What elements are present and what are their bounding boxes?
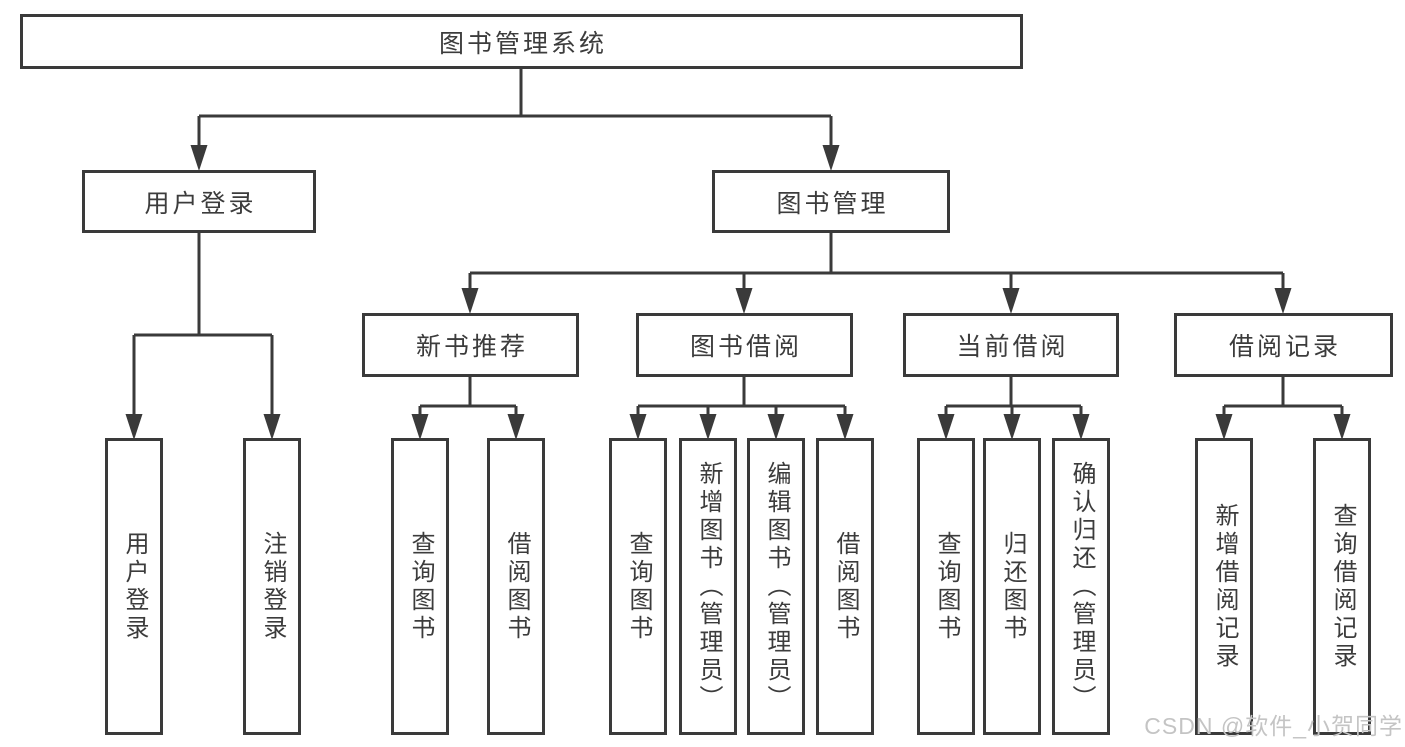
node-label: 当前借阅 [956,333,1069,361]
node-label: 图书借阅 [689,333,802,361]
leaf-label: 新增图书（管理员） [695,460,722,713]
arrow-icon [263,414,281,440]
leaf-label: 注销登录 [259,530,286,643]
arrow-icon [1002,288,1020,314]
node-book-management: 图书管理 [712,170,950,233]
arrow-icon [767,414,785,440]
arrow-icon [1003,414,1021,440]
arrow-icon [629,414,647,440]
arrow-icon [1215,414,1233,440]
leaf-recommend-query-books: 查询图书 [391,438,449,735]
leaf-current-confirm-return-admin: 确认归还（管理员） [1052,438,1110,735]
arrow-icon [699,414,717,440]
arrow-icon [1072,414,1090,440]
node-label: 图书管理系统 [438,29,607,58]
arrow-icon [822,145,840,171]
arrow-icon [461,288,479,314]
leaf-recommend-borrow-books: 借阅图书 [487,438,545,735]
tree-edges [132,69,1344,416]
leaf-borrowing-query-books: 查询图书 [609,438,667,735]
leaf-label: 确认归还（管理员） [1068,460,1095,713]
arrow-icon [125,414,143,440]
leaf-logout: 注销登录 [243,438,301,735]
arrow-icon [937,414,955,440]
arrow-icon [411,414,429,440]
arrow-icon [190,145,208,171]
leaf-label: 新增借阅记录 [1211,502,1238,671]
leaf-label: 用户登录 [121,530,148,643]
leaf-label: 借阅图书 [832,530,859,643]
arrow-icon [1333,414,1351,440]
leaf-user-login: 用户登录 [105,438,163,735]
node-library-management-system: 图书管理系统 [20,14,1023,69]
node-label: 图书管理 [776,189,889,218]
node-current-borrowing: 当前借阅 [903,313,1119,377]
leaf-borrowing-add-books-admin: 新增图书（管理员） [679,438,737,735]
leaf-label: 借阅图书 [503,530,530,643]
node-label: 借阅记录 [1228,333,1341,361]
leaf-current-return-books: 归还图书 [983,438,1041,735]
node-user-login: 用户登录 [82,170,316,233]
watermark-text: CSDN @软件_小贺同学 [1144,713,1403,739]
leaf-borrowing-borrow-books: 借阅图书 [816,438,874,735]
leaf-label: 查询图书 [625,530,652,643]
leaf-current-query-books: 查询图书 [917,438,975,735]
leaf-label: 编辑图书（管理员） [763,460,790,713]
node-book-borrowing: 图书借阅 [636,313,853,377]
node-label: 用户登录 [144,189,257,218]
arrow-icon [507,414,525,440]
node-new-book-recommendation: 新书推荐 [362,313,579,377]
leaf-label: 查询图书 [933,530,960,643]
arrow-icon [735,288,753,314]
leaf-records-add-record: 新增借阅记录 [1195,438,1253,735]
leaf-records-query-record: 查询借阅记录 [1313,438,1371,735]
leaf-borrowing-edit-books-admin: 编辑图书（管理员） [747,438,805,735]
arrowheads [125,145,1351,440]
leaf-label: 查询借阅记录 [1329,502,1356,671]
node-borrowing-records: 借阅记录 [1174,313,1393,377]
arrow-icon [1274,288,1292,314]
leaf-label: 归还图书 [999,530,1026,643]
node-label: 新书推荐 [415,333,528,361]
leaf-label: 查询图书 [407,530,434,643]
arrow-icon [836,414,854,440]
